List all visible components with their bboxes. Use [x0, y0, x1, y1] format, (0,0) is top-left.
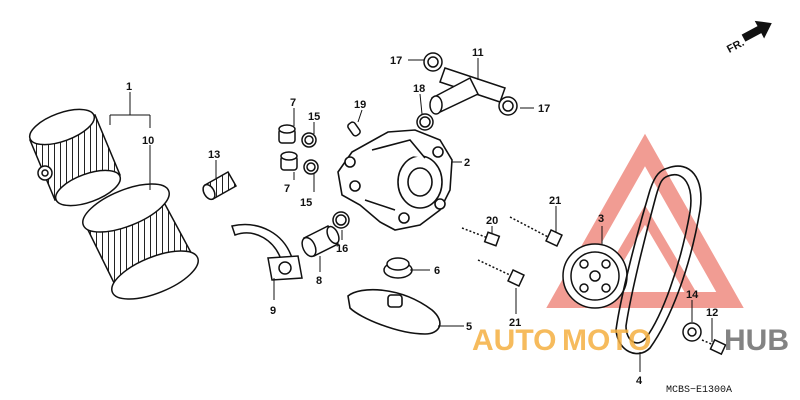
oil-pump-sprocket [562, 243, 628, 309]
callout-13: 13 [208, 149, 220, 161]
callout-20: 20 [486, 215, 498, 227]
watermark-word-1: AUTO [472, 324, 556, 357]
oil-joint [301, 211, 350, 258]
oil-pipe-assembly [416, 52, 518, 131]
callout-1: 1 [126, 81, 132, 93]
callout-7-top: 7 [290, 97, 296, 109]
callout-15-bottom: 15 [300, 197, 312, 209]
callout-21-top: 21 [549, 195, 561, 207]
callout-11: 11 [472, 47, 484, 59]
callout-15-top: 15 [308, 111, 320, 123]
callout-4: 4 [636, 375, 643, 387]
callout-6: 6 [434, 265, 440, 277]
callout-8: 8 [316, 275, 322, 287]
oil-pump-body [337, 129, 453, 231]
callouts: 1 10 13 9 7 15 7 15 19 16 8 17 11 18 17 … [126, 47, 718, 387]
collars-and-orings [278, 124, 319, 175]
oil-strainer-seal [383, 257, 413, 279]
callout-19: 19 [354, 99, 366, 111]
watermark-word-3: HUB [724, 324, 789, 357]
callout-9: 9 [270, 305, 276, 317]
sprocket-washer-bolt [682, 322, 727, 356]
front-direction-indicator: FR. [725, 20, 772, 56]
oil-filter [82, 183, 199, 300]
callout-2: 2 [464, 157, 470, 169]
oil-strainer [347, 288, 441, 335]
callout-10: 10 [142, 135, 154, 147]
watermark-word-2: MOTO [562, 324, 651, 357]
callout-17-right: 17 [538, 103, 550, 115]
dowel-pin [347, 121, 361, 137]
callout-12: 12 [706, 307, 718, 319]
oil-pump-chain [615, 165, 702, 355]
oil-pipe [231, 223, 303, 281]
callout-14: 14 [686, 289, 699, 301]
callout-18: 18 [413, 83, 425, 95]
callout-16: 16 [336, 243, 348, 255]
callout-3: 3 [598, 213, 604, 225]
callout-7-bottom: 7 [284, 183, 290, 195]
callout-17-left: 17 [390, 55, 402, 67]
callout-21-bottom: 21 [509, 317, 521, 329]
union-bolt [202, 170, 238, 201]
pump-bolts [461, 216, 563, 287]
direction-label: FR. [725, 37, 746, 56]
leader-lines [109, 58, 713, 372]
oil-filter-cap [28, 108, 122, 207]
callout-5: 5 [466, 321, 472, 333]
front-arrow-icon [741, 20, 772, 42]
watermark-logo: AUTO MOTO HUB [472, 324, 789, 357]
diagram-code: MCBS−E1300A [666, 385, 732, 396]
